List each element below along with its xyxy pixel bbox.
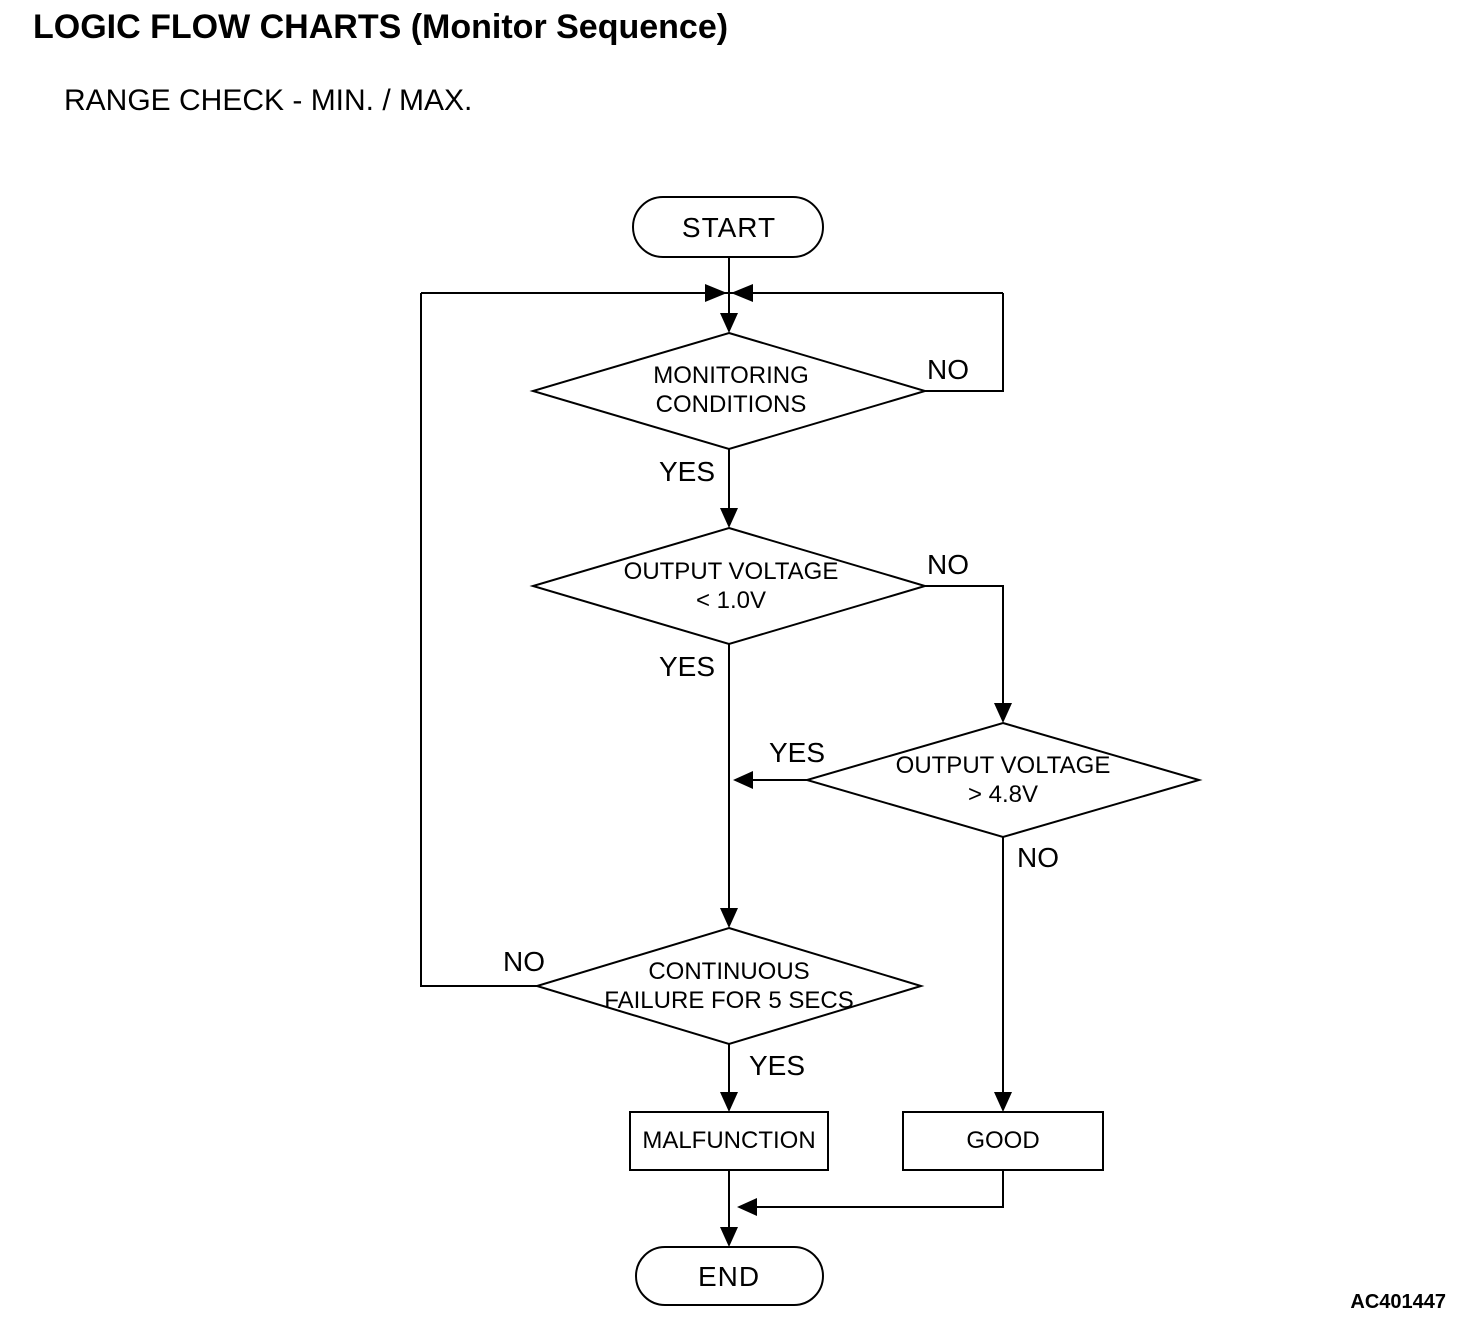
output-voltage-low-label: OUTPUT VOLTAGE < 1.0V — [624, 557, 839, 615]
output-voltage-high-line1: OUTPUT VOLTAGE — [895, 752, 1111, 779]
edge-label-monitoring-yes: YES — [658, 456, 716, 487]
continuous-failure-line2: FAILURE FOR 5 SECS — [604, 987, 854, 1014]
edge-good-merge — [755, 1170, 1004, 1208]
arrowhead-into-voltage-low — [720, 508, 738, 528]
output-voltage-high-label: OUTPUT VOLTAGE > 4.8V — [896, 751, 1111, 809]
output-voltage-high-line2: > 4.8V — [967, 781, 1039, 808]
monitoring-conditions-line1: MONITORING — [653, 362, 809, 389]
arrowhead-voltage-high-yes — [733, 771, 753, 789]
edge-label-continuous-no: NO — [503, 946, 545, 977]
good-box-label: GOOD — [966, 1127, 1040, 1154]
edge-label-voltage-low-yes: YES — [658, 651, 716, 682]
arrowhead-junction-from-right — [731, 284, 753, 302]
edge-continuous-no-loop — [420, 293, 537, 987]
edge-label-voltage-low-no: NO — [927, 549, 969, 580]
output-voltage-low-diamond — [529, 526, 929, 646]
continuous-failure-label: CONTINUOUS FAILURE FOR 5 SECS — [604, 957, 853, 1015]
output-voltage-high-diamond — [803, 721, 1203, 839]
end-terminal-label: END — [697, 1261, 761, 1292]
edge-voltage-low-no — [925, 585, 1004, 705]
arrowhead-good-merge — [737, 1198, 757, 1216]
monitoring-conditions-line2: CONDITIONS — [655, 391, 807, 418]
page-subtitle: RANGE CHECK - MIN. / MAX. — [64, 84, 473, 117]
arrowhead-junction-from-left — [705, 284, 727, 302]
arrowhead-into-malfunction — [720, 1092, 738, 1112]
output-voltage-low-line2: < 1.0V — [695, 587, 767, 614]
malfunction-box-shape — [629, 1111, 829, 1171]
malfunction-box-label: MALFUNCTION — [642, 1127, 816, 1154]
arrowhead-into-end — [720, 1227, 738, 1247]
figure-code: AC401447 — [1350, 1291, 1446, 1313]
arrowhead-into-good — [994, 1092, 1012, 1112]
start-terminal-shape — [632, 196, 824, 258]
monitoring-conditions-diamond — [529, 331, 929, 451]
edge-label-voltage-high-no: NO — [1017, 842, 1059, 873]
page-title: LOGIC FLOW CHARTS (Monitor Sequence) — [33, 8, 729, 46]
edge-label-continuous-yes: YES — [748, 1050, 806, 1081]
monitoring-conditions-label: MONITORING CONDITIONS — [653, 361, 809, 419]
end-terminal-shape — [635, 1246, 824, 1306]
edge-label-monitoring-no: NO — [927, 354, 969, 385]
arrowhead-into-monitoring — [720, 313, 738, 333]
output-voltage-low-line1: OUTPUT VOLTAGE — [623, 558, 839, 585]
good-box-shape — [902, 1111, 1104, 1171]
edge-label-voltage-high-yes: YES — [768, 737, 826, 768]
arrowhead-into-continuous — [720, 908, 738, 928]
edge-monitoring-no-return — [925, 293, 1004, 392]
start-terminal-label: START — [681, 212, 777, 243]
continuous-failure-line1: CONTINUOUS — [648, 958, 810, 985]
continuous-failure-diamond — [533, 926, 925, 1046]
arrowhead-into-voltage-high — [994, 703, 1012, 723]
